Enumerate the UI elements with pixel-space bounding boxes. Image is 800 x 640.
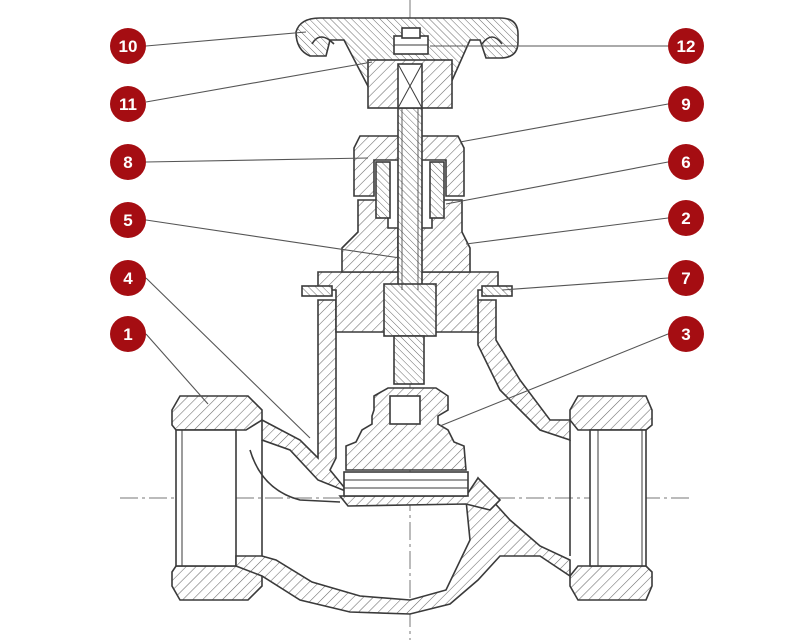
callout-label: 9 [681, 95, 690, 114]
callout-label: 7 [681, 269, 690, 288]
valve-disc [343, 387, 469, 497]
callout-label: 5 [123, 211, 132, 230]
callout-label: 4 [123, 269, 133, 288]
callout-label: 6 [681, 153, 690, 172]
callout-1: 1 [110, 316, 146, 352]
callout-badges: 10 11 8 5 4 1 12 9 6 2 7 3 [110, 28, 704, 352]
gland-nut [353, 135, 465, 219]
callout-12: 12 [668, 28, 704, 64]
callout-10: 10 [110, 28, 146, 64]
callout-5: 5 [110, 202, 146, 238]
callout-11: 11 [110, 86, 146, 122]
callout-label: 12 [677, 37, 696, 56]
callout-4: 4 [110, 260, 146, 296]
callout-2: 2 [668, 200, 704, 236]
callout-3: 3 [668, 316, 704, 352]
callout-label: 2 [681, 209, 690, 228]
callout-label: 1 [123, 325, 132, 344]
callout-7: 7 [668, 260, 704, 296]
callout-label: 10 [119, 37, 138, 56]
handwheel [295, 17, 519, 109]
callout-label: 3 [681, 325, 690, 344]
callout-8: 8 [110, 144, 146, 180]
valve-body [171, 299, 653, 615]
callout-6: 6 [668, 144, 704, 180]
callout-label: 8 [123, 153, 132, 172]
callout-9: 9 [668, 86, 704, 122]
leader-lines [145, 31, 669, 439]
callout-label: 11 [119, 95, 137, 114]
